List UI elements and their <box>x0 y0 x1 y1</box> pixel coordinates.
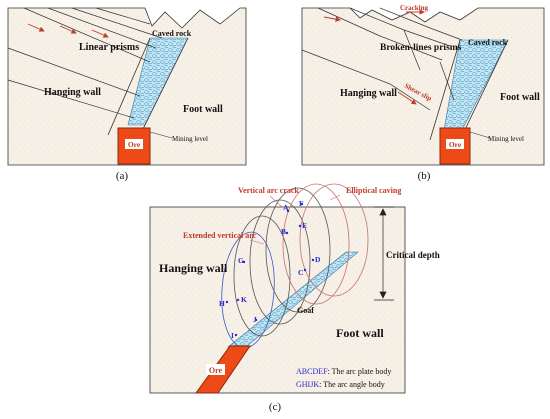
extended-vertical-arc-label: Extended vertical arc <box>183 231 257 240</box>
panel-a-mining-level-label: Mining level <box>172 135 208 143</box>
panel-a-prism-lines <box>7 7 163 119</box>
foot-wall-label: Foot wall <box>336 326 384 340</box>
arc-5 <box>282 183 350 305</box>
panel-a-ore-label: Ore <box>128 140 141 149</box>
panel-a-foot-wall-label: Foot wall <box>183 104 223 115</box>
panel-c-rock <box>149 206 406 394</box>
legend-plate-key: ABCDEF <box>296 367 328 376</box>
arc-2 <box>233 215 291 337</box>
panel-b-ore-label-box <box>446 139 464 149</box>
critical-depth-label: Critical depth <box>386 250 440 260</box>
panel-a-linear-prisms-label: Linear prisms <box>79 42 139 53</box>
point-d: D <box>315 255 321 264</box>
arc-4 <box>265 187 331 313</box>
point-j: J <box>253 315 257 324</box>
panel-b-caved-rock-label: Caved rock <box>468 38 508 47</box>
critical-depth-dimension <box>374 206 394 301</box>
panel-b-broken-lines-prisms-label: Broken-lines prisms <box>380 43 462 53</box>
hanging-wall-label: Hanging wall <box>159 261 228 275</box>
arc-6 <box>299 183 369 297</box>
legend-item-angle: GHIJK: The arc angle body <box>296 380 385 389</box>
panel-b-caption: (b) <box>418 170 431 182</box>
panel-a-slip-arrows <box>27 23 109 38</box>
legend-angle-key: GHIJK <box>296 380 319 389</box>
panel-c-ore-label-box <box>206 364 225 375</box>
legend-plate-text: : The arc plate body <box>328 367 392 376</box>
panel-c: Ore A B C D E F G H I J K Vertical a <box>149 183 440 413</box>
panel-a-caved-rock-label: Caved rock <box>152 29 192 38</box>
vertical-arc-crack-label: Vertical arc crack <box>238 186 299 195</box>
goaf-label: Goaf <box>297 306 314 315</box>
arc-3 <box>249 199 311 325</box>
panel-a-rock <box>7 7 247 166</box>
point-i: I <box>231 331 234 340</box>
panel-b: Ore Cracking Broken-lines prisms Caved r… <box>301 4 545 182</box>
legend-angle-text: : The arc angle body <box>319 380 385 389</box>
elliptical-caving-label: Elliptical caving <box>346 186 401 195</box>
panel-a: Ore Caved rock Linear prisms Hanging wal… <box>7 7 247 182</box>
legend-item-plate: ABCDEF: The arc plate body <box>296 367 391 376</box>
point-g: G <box>238 256 244 265</box>
point-e: E <box>302 221 307 230</box>
panel-b-ore-label: Ore <box>449 140 462 149</box>
panel-b-hanging-wall-label: Hanging wall <box>340 88 397 99</box>
point-k: K <box>241 295 247 304</box>
panel-a-hanging-wall-label: Hanging wall <box>44 87 101 98</box>
panel-a-caption: (a) <box>116 170 129 182</box>
point-h: H <box>219 299 225 308</box>
panel-b-slip-arrows <box>323 9 425 105</box>
panel-a-fault <box>139 37 189 136</box>
point-b: B <box>281 227 286 236</box>
panel-c-ore-label: Ore <box>209 366 223 375</box>
panel-c-caption: (c) <box>269 401 282 413</box>
point-c: C <box>298 268 303 277</box>
panel-b-foot-wall-label: Foot wall <box>500 92 540 103</box>
panel-c-points: A B C D E F G H I J K <box>219 199 321 340</box>
point-a: A <box>283 203 289 212</box>
panel-b-cracking-label: Cracking <box>400 4 429 12</box>
panel-b-mining-level-label: Mining level <box>488 135 524 143</box>
panel-c-legend: ABCDEF: The arc plate body GHIJK: The ar… <box>296 367 391 389</box>
point-f: F <box>299 199 304 208</box>
panel-a-ore-label-box <box>125 139 143 149</box>
